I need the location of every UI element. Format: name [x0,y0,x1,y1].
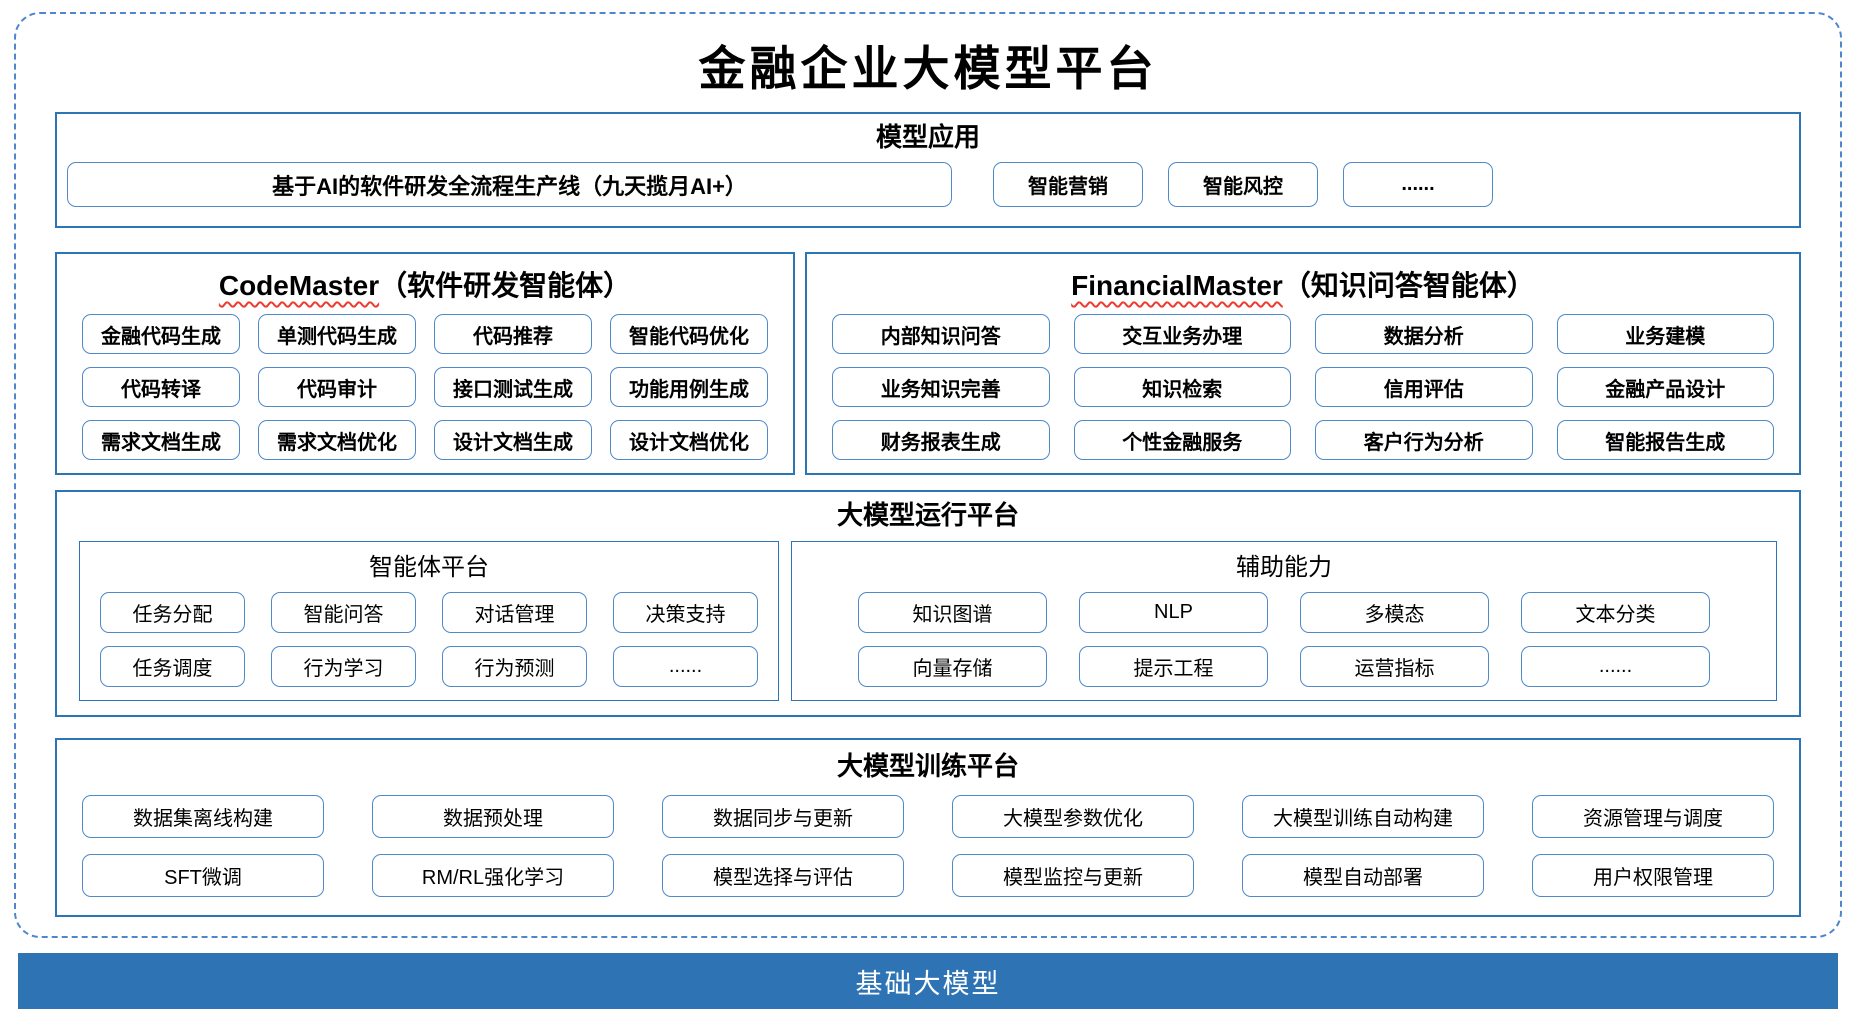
section-title-model-application: 模型应用 [875,122,980,152]
capability-box: 智能营销 [993,162,1143,208]
capability-box: 需求文档优化 [258,420,416,460]
capability-box: ...... [1521,646,1710,688]
capability-box: 数据分析 [1315,314,1533,354]
capability-box: 智能代码优化 [610,314,768,354]
capability-box: 决策支持 [613,592,758,634]
capability-box: 提示工程 [1079,646,1268,688]
capability-box: 行为学习 [271,646,416,688]
capability-box: 智能报告生成 [1556,420,1774,460]
capability-box: 行为预测 [442,646,587,688]
capability-box: 任务分配 [100,592,245,634]
capability-box: 设计文档生成 [434,420,592,460]
capability-box: 数据预处理 [372,795,614,839]
capability-box: RM/RL强化学习 [372,854,614,898]
agent-platform-grid: 任务分配智能问答对话管理决策支持任务调度行为学习行为预测...... [100,592,758,688]
capability-box: 金融代码生成 [82,314,240,354]
platform-dashed-border: 金融企业大模型平台 模型应用 基于AI的软件研发全流程生产线（九天揽月AI+） … [14,12,1842,938]
codemaster-grid: 金融代码生成单测代码生成代码推荐智能代码优化代码转译代码审计接口测试生成功能用例… [82,314,768,460]
capability-box: 接口测试生成 [434,367,592,407]
capability-box: 用户权限管理 [1532,854,1774,898]
capability-box: 模型自动部署 [1242,854,1484,898]
capability-box: 内部知识问答 [832,314,1050,354]
financialmaster-name: FinancialMaster [1071,270,1283,301]
capability-box: 业务知识完善 [832,367,1050,407]
financialmaster-subtitle: （知识问答智能体） [1282,270,1535,301]
capability-box: ...... [1343,162,1493,208]
capability-box: 个性金融服务 [1073,420,1291,460]
model-application-row: 基于AI的软件研发全流程生产线（九天揽月AI+） 智能营销 智能风控 .....… [67,162,1789,208]
capability-box: 代码转译 [82,367,240,407]
capability-box: 运营指标 [1300,646,1489,688]
capability-box: 功能用例生成 [610,367,768,407]
capability-box: 信用评估 [1315,367,1533,407]
capability-box: 智能风控 [1168,162,1318,208]
capability-box: 需求文档生成 [82,420,240,460]
section-title-training: 大模型训练平台 [836,751,1019,781]
section-runtime-platform: 大模型运行平台 智能体平台 任务分配智能问答对话管理决策支持任务调度行为学习行为… [55,490,1801,717]
financialmaster-grid: 内部知识问答交互业务办理数据分析业务建模业务知识完善知识检索信用评估金融产品设计… [832,314,1774,460]
capability-box: 数据集离线构建 [82,795,324,839]
capability-box: 知识图谱 [858,592,1047,634]
capability-box: 模型选择与评估 [662,854,904,898]
capability-box: 资源管理与调度 [1532,795,1774,839]
subsection-title-auxiliary: 辅助能力 [1236,554,1332,582]
section-codemaster: CodeMaster（软件研发智能体） 金融代码生成单测代码生成代码推荐智能代码… [55,252,795,475]
section-title-codemaster: CodeMaster（软件研发智能体） [82,264,768,304]
capability-box: 设计文档优化 [610,420,768,460]
section-title-financialmaster: FinancialMaster（知识问答智能体） [832,264,1774,304]
subsection-auxiliary: 辅助能力 知识图谱 NLP 多模态文本分类向量存储提示工程运营指标...... [791,541,1777,702]
capability-box: 多模态 [1300,592,1489,634]
training-grid: 数据集离线构建 数据预处理 数据同步与更新 大模型参数优化 大模型训练自动构建 资源管理与… [82,795,1774,898]
capability-box: 交互业务办理 [1073,314,1291,354]
capability-box: 数据同步与更新 [662,795,904,839]
capability-box: NLP [1079,592,1268,634]
subsection-agent-platform: 智能体平台 任务分配智能问答对话管理决策支持任务调度行为学习行为预测...... [79,541,779,702]
capability-box: 任务调度 [100,646,245,688]
capability-box: 智能问答 [271,592,416,634]
capability-box: 大模型参数优化 [952,795,1194,839]
page-title: 金融企业大模型平台 [698,42,1158,97]
auxiliary-grid: 知识图谱 NLP 多模态文本分类向量存储提示工程运营指标...... [858,592,1710,688]
codemaster-name: CodeMaster [218,270,380,301]
capability-box: 财务报表生成 [832,420,1050,460]
runtime-row: 智能体平台 任务分配智能问答对话管理决策支持任务调度行为学习行为预测......… [79,541,1777,702]
pipeline-box: 基于AI的软件研发全流程生产线（九天揽月AI+） [67,162,952,208]
capability-box: SFT微调 [82,854,324,898]
section-financialmaster: FinancialMaster（知识问答智能体） 内部知识问答交互业务办理数据分… [805,252,1801,475]
base-model-bar: 基础大模型 [18,953,1838,1009]
capability-box: 金融产品设计 [1556,367,1774,407]
capability-box: 模型监控与更新 [952,854,1194,898]
capability-box: ...... [613,646,758,688]
agents-row: CodeMaster（软件研发智能体） 金融代码生成单测代码生成代码推荐智能代码… [55,252,1801,475]
codemaster-subtitle: （软件研发智能体） [379,270,632,301]
capability-box: 向量存储 [858,646,1047,688]
capability-box: 代码推荐 [434,314,592,354]
capability-box: 业务建模 [1556,314,1774,354]
capability-box: 单测代码生成 [258,314,416,354]
section-model-application: 模型应用 基于AI的软件研发全流程生产线（九天揽月AI+） 智能营销 智能风控 … [55,112,1801,228]
capability-box: 客户行为分析 [1315,420,1533,460]
capability-box: 代码审计 [258,367,416,407]
capability-box: 对话管理 [442,592,587,634]
capability-box: 大模型训练自动构建 [1242,795,1484,839]
subsection-title-agent-platform: 智能体平台 [369,554,489,582]
capability-box: 知识检索 [1073,367,1291,407]
section-title-runtime: 大模型运行平台 [836,500,1019,530]
capability-box: 文本分类 [1521,592,1710,634]
section-training-platform: 大模型训练平台 数据集离线构建 数据预处理 数据同步与更新 大模型参数优化 大模型训练自… [55,738,1801,917]
